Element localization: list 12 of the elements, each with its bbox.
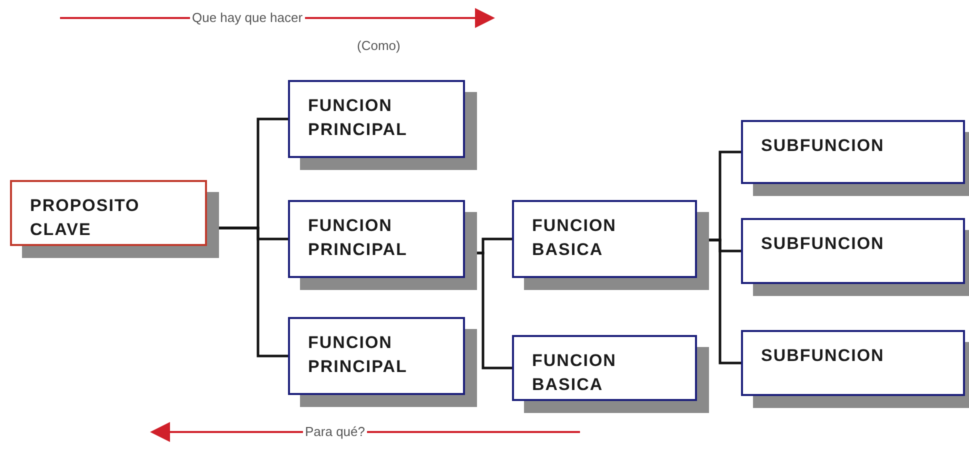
direction-label: Que hay que hacer: [190, 10, 305, 25]
box-label: FUNCION PRINCIPAL: [308, 95, 408, 141]
box-label: SUBFUNCION: [761, 233, 886, 255]
box-label: FUNCION BASICA: [532, 350, 618, 396]
box-label: FUNCION PRINCIPAL: [308, 332, 408, 378]
direction-label: Para qué?: [303, 424, 367, 439]
direction-label: (Como): [355, 38, 402, 53]
box-label: FUNCION BASICA: [532, 215, 618, 261]
box-label: SUBFUNCION: [761, 135, 886, 157]
box-label: FUNCION PRINCIPAL: [308, 215, 408, 261]
box-label: PROPOSITO CLAVE: [30, 195, 141, 241]
box-label: SUBFUNCION: [761, 345, 886, 367]
